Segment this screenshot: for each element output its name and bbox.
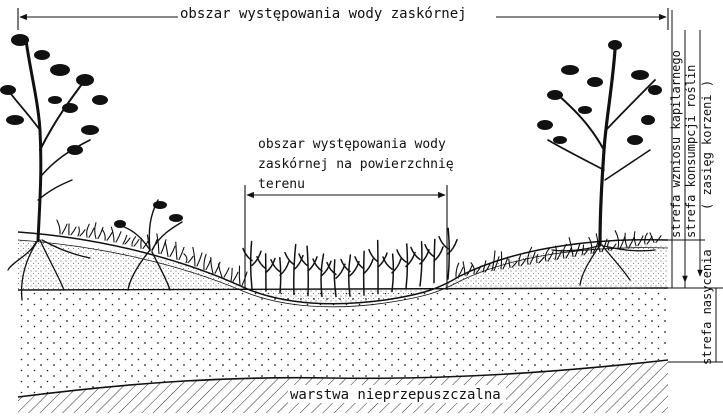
grass-blade	[57, 220, 67, 234]
reed-stem	[383, 254, 401, 291]
grass-blade	[176, 242, 184, 259]
grass-blade	[231, 268, 238, 281]
bottom-label: warstwa nieprzepuszczalna	[290, 387, 501, 403]
grass-blade	[239, 266, 247, 285]
grass-blade	[78, 227, 85, 236]
grass-blade	[184, 254, 193, 263]
top-label: obszar występowania wody zaskórnej	[180, 6, 467, 22]
grass-blade	[69, 224, 76, 235]
grass-blade	[204, 254, 211, 269]
grass-blade	[218, 264, 229, 277]
reed-stem	[439, 228, 457, 279]
reed-stem	[425, 239, 443, 282]
reed-stem	[299, 246, 317, 295]
grass-blade	[123, 235, 130, 244]
left-shrub-leaves	[114, 201, 183, 228]
saturation-zone-label: strefa nasycenia	[700, 249, 714, 365]
middle-label-line3: terenu	[258, 177, 305, 192]
grass-blade	[634, 232, 643, 246]
middle-label-line2: zaskórnej na powierzchnię	[258, 157, 454, 172]
reed-stem	[369, 240, 387, 293]
reed-stem	[243, 242, 261, 289]
grass-blade	[111, 227, 121, 242]
reed-stem	[257, 254, 275, 291]
grass-blade	[165, 242, 175, 257]
root-reach-label: ( zasięg korzeni )	[700, 80, 714, 210]
grass-blade	[102, 229, 112, 240]
grass-blade	[87, 224, 94, 237]
grass-blade	[95, 223, 103, 239]
reeds-group	[243, 228, 457, 296]
grass-blade	[650, 233, 661, 243]
surface-extent-marker	[245, 185, 447, 290]
consumption-zone-label: strefa konsumpcji roślin	[684, 65, 698, 238]
capillary-zone-label: strefa wzniosu kapilarnego	[669, 50, 683, 238]
reed-stem	[285, 245, 303, 295]
middle-label-line1: obszar występowania wody	[258, 137, 446, 152]
grass-blade	[193, 247, 202, 266]
grass-blade	[132, 237, 139, 246]
left-tree-leaves	[0, 34, 108, 155]
